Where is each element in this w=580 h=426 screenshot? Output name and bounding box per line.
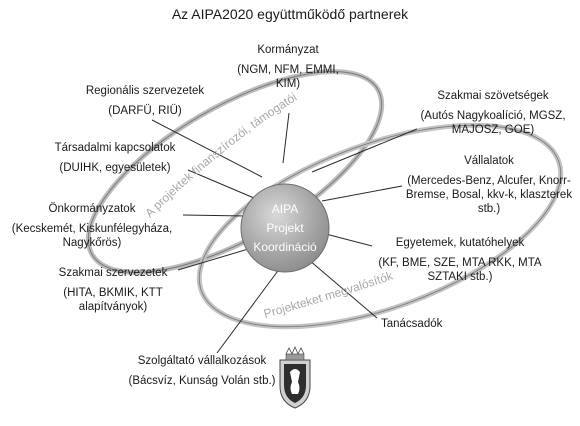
coat-of-arms-icon	[279, 345, 311, 409]
spoke-vallalatok	[321, 185, 403, 202]
partner-detail: (Autós Nagykoalíció, MGSZ,	[420, 110, 566, 122]
partner-name: Egyetemek, kutatóhelyek	[395, 237, 525, 249]
partner-tarsadalmi: Társadalmi kapcsolatok (DUIHK, egyesület…	[40, 141, 190, 175]
partner-onkormanyzat: Önkormányzatok (Kecskemét, Kiskunfélegyh…	[4, 202, 180, 250]
partner-detail: (HITA, BKMIK, KTT	[63, 287, 163, 299]
partner-name: Szolgáltató vállalkozások	[137, 355, 267, 367]
partner-detail: (Mercedes-Benz, Alcufer, Knorr-	[407, 175, 571, 187]
spoke-egyetemek	[321, 232, 373, 247]
partner-name: Regionális szervezetek	[85, 85, 205, 97]
partner-szolgaltato: Szolgáltató vállalkozások (Bácsvíz, Kuns…	[112, 354, 292, 388]
diagram-title: Az AIPA2020 együttműködő partnerek	[171, 6, 409, 22]
partner-detail: (DUIHK, egyesületek)	[59, 162, 171, 174]
partner-regionalis: Regionális szervezetek (DARFÜ, RIÜ)	[70, 84, 220, 118]
partner-detail: (KF, BME, SZE, MTA RKK, MTA	[378, 257, 542, 269]
spoke-tanacsadok	[308, 259, 378, 319]
partner-detail: (NGM, NFM, EMMI,	[237, 64, 339, 76]
lower-ellipse	[196, 122, 564, 330]
partner-detail: KIM)	[275, 78, 301, 90]
spoke-szolgaltato	[216, 267, 281, 354]
partner-egyetemek: Egyetemek, kutatóhelyek (KF, BME, SZE, M…	[375, 236, 545, 284]
partner-kormanyzat: Kormányzat (NGM, NFM, EMMI, KIM)	[228, 43, 348, 91]
partner-name: Társadalmi kapcsolatok	[54, 142, 176, 154]
partner-detail: (DARFÜ, RIÜ)	[108, 105, 182, 117]
partner-detail: Bremse, Bosal, kkv-k, klaszterek	[405, 189, 573, 201]
partner-detail: Nagykőrös)	[62, 237, 122, 249]
partner-detail: (Kecskemét, Kiskunfélegyháza,	[11, 223, 173, 235]
partner-name: Tanácsadók	[381, 318, 443, 330]
spoke-tarsadalmi	[187, 169, 255, 199]
partner-szakmai-szervezetek: Szakmai szervezetek (HITA, BKMIK, KTT al…	[38, 266, 188, 314]
partner-detail: MAJOSZ, GOE)	[451, 124, 535, 136]
partner-name: Szakmai szervezetek	[58, 267, 168, 279]
partner-name: Vállalatok	[464, 155, 514, 167]
partner-name: Szakmai szövetségek	[437, 90, 549, 102]
partner-name: Kormányzat	[257, 44, 319, 56]
partner-detail: SZTAKI stb.)	[427, 271, 493, 283]
hub-line2: Projekt	[266, 221, 304, 235]
spoke-kormanyzat	[282, 112, 290, 164]
hub-line3: Koordináció	[253, 240, 317, 254]
spoke-onkormanyzat	[182, 214, 247, 217]
partner-detail: stb.)	[477, 203, 501, 215]
hub-circle	[240, 183, 330, 273]
spoke-szakmai-szerv	[177, 246, 256, 271]
hub-line1: AIPA	[272, 202, 298, 216]
partner-detail: alapítványok)	[78, 301, 148, 313]
partner-name: Önkormányzatok	[48, 203, 136, 215]
spoke-regionalis	[151, 119, 263, 178]
partner-tanacsadok: Tanácsadók	[381, 317, 442, 331]
connector-lines	[151, 112, 418, 354]
partner-szovetsegek: Szakmai szövetségek (Autós Nagykoalíció,…	[408, 89, 578, 137]
partner-detail: (Bácsvíz, Kunság Volán stb.)	[128, 375, 276, 387]
spoke-szovetsegek	[311, 128, 418, 173]
partner-vallalatok: Vállalatok (Mercedes-Benz, Alcufer, Knor…	[402, 154, 576, 216]
